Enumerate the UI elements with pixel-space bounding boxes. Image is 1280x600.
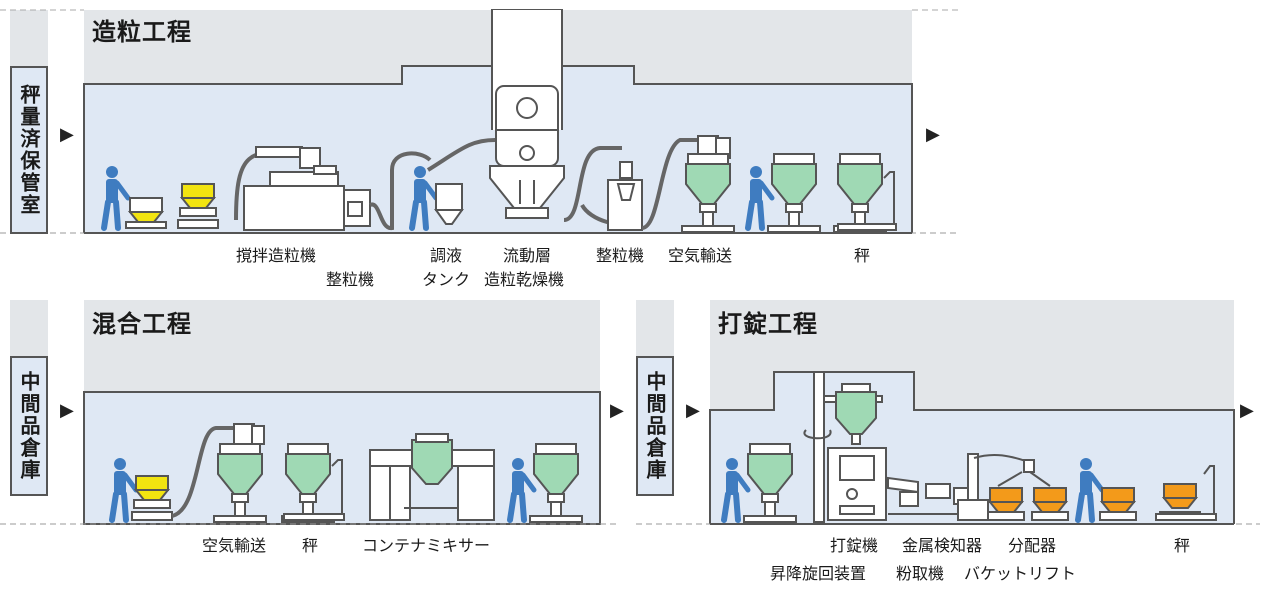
flow-arrow: ▶: [60, 400, 74, 421]
label-scale-top: 秤: [854, 246, 871, 265]
label-container-mixer: コンテナミキサー: [362, 536, 491, 555]
label-scale-mixing: 秤: [302, 536, 319, 555]
label-sizer-1: 整粒機: [326, 270, 375, 289]
label-sizer-2: 整粒機: [596, 246, 645, 265]
label-dust-collector: 粉取機: [896, 564, 945, 583]
weighing-storage-box: 秤量済保管室: [10, 66, 48, 234]
label-pneumatic-top: 空気輸送: [668, 246, 733, 265]
granulation-title: 造粒工程: [92, 18, 192, 46]
tableting-title: 打錠工程: [718, 310, 818, 338]
label-scale-tableting: 秤: [1174, 536, 1191, 555]
tableting-room: [636, 300, 1260, 525]
flow-arrow: ▶: [926, 124, 940, 145]
label-tablet-press: 打錠機: [830, 536, 879, 555]
label-lift-rotator: 昇降旋回装置: [770, 564, 867, 583]
label-pneumatic-mixing: 空気輸送: [202, 536, 267, 555]
label-fluid-bed-1: 流動層: [503, 246, 552, 265]
label-distributor: 分配器: [1008, 536, 1057, 555]
flow-arrow: ▶: [60, 124, 74, 145]
intermediate-storage-box-right: 中間品倉庫: [636, 356, 674, 496]
mixing-title: 混合工程: [92, 310, 192, 338]
mixing-room: [0, 300, 620, 525]
label-liquid-tank-2: タンク: [422, 270, 471, 289]
label-mixer-granulator: 撹拌造粒機: [236, 246, 317, 265]
granulation-room: [0, 9, 960, 234]
flow-arrow: ▶: [1240, 400, 1254, 421]
label-fluid-bed-2: 造粒乾燥機: [484, 270, 565, 289]
flow-arrow: ▶: [686, 400, 700, 421]
intermediate-storage-box-left: 中間品倉庫: [10, 356, 48, 496]
label-liquid-tank-1: 調液: [430, 246, 463, 265]
label-bucket-lift: バケットリフト: [964, 564, 1077, 583]
label-metal-detector: 金属検知器: [902, 536, 983, 555]
flow-arrow: ▶: [610, 400, 624, 421]
